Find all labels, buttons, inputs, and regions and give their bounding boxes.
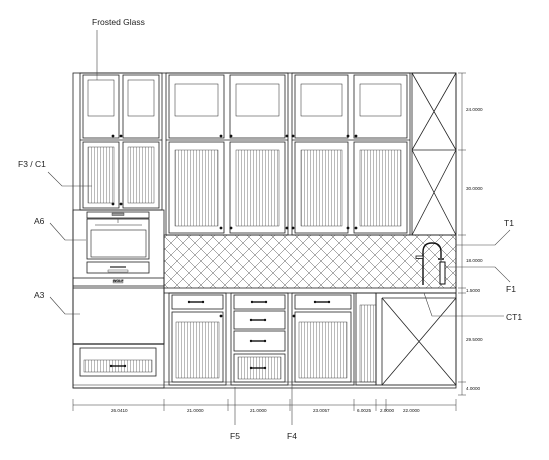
callout-f4: F4	[287, 431, 297, 441]
upper-end-panel	[411, 72, 457, 236]
upper-knobs	[111, 134, 358, 230]
upper-bay-3	[291, 72, 411, 236]
countertop	[163, 287, 457, 294]
appliance-badge: WOLF	[113, 279, 124, 283]
faucet-icon	[415, 242, 446, 285]
dim-v-1: 24.0000	[466, 107, 483, 112]
horizontal-dimension-line	[72, 399, 457, 411]
vertical-dimension-line	[458, 72, 466, 396]
dim-v-3: 18.0000	[466, 258, 483, 263]
dim-h-5: 6.0025	[357, 408, 372, 413]
dim-v-2: 30.0000	[466, 186, 483, 191]
upper-bay-2	[165, 72, 289, 236]
base-cabinets	[168, 292, 457, 386]
dim-h-6: 2.0000	[380, 408, 395, 413]
backsplash-tile	[163, 234, 457, 291]
dim-h-3: 21.0000	[250, 408, 267, 413]
callout-a6: A6	[34, 216, 45, 226]
base-handles	[112, 301, 328, 369]
callout-frosted-glass: Frosted Glass	[92, 17, 145, 27]
dim-v-6: 4.0000	[466, 386, 481, 391]
callout-t1: T1	[504, 218, 514, 228]
dim-v-4: 1.5000	[466, 288, 481, 293]
appliance-tower	[72, 209, 165, 389]
callout-a3: A3	[34, 290, 45, 300]
callout-ct1: CT1	[506, 312, 523, 322]
dim-h-4: 23.0057	[313, 408, 330, 413]
callout-f3-c1: F3 / C1	[18, 159, 46, 169]
dim-h-2: 21.0000	[187, 408, 204, 413]
dim-v-5: 29.5000	[466, 337, 483, 342]
dim-h-7: 22.0000	[403, 408, 420, 413]
dim-h-1: 26.0410	[111, 408, 128, 413]
callout-f1: F1	[506, 284, 516, 294]
callout-f5: F5	[230, 431, 240, 441]
upper-bay-1	[79, 72, 163, 211]
leader-lines	[47, 30, 511, 425]
